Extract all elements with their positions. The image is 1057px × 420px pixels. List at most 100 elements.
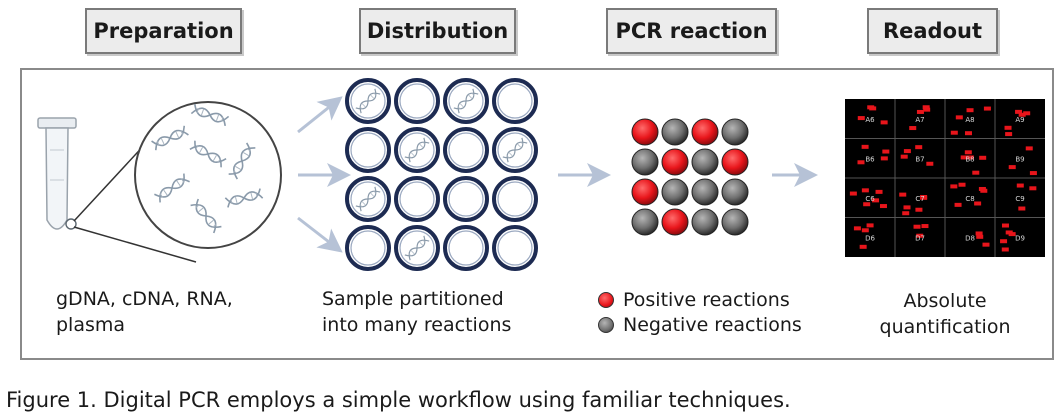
readout-spot <box>920 195 928 200</box>
partition-well-inner-ring <box>448 132 484 168</box>
readout-spot <box>903 205 911 210</box>
readout-spot <box>1023 111 1031 116</box>
pcr-well-negative <box>631 208 659 236</box>
readout-spot <box>867 105 875 110</box>
readout-spot <box>903 149 911 154</box>
partition-well-inner-ring <box>399 132 435 168</box>
header-readout: Readout <box>867 8 998 54</box>
readout-spot <box>866 223 874 228</box>
readout-label-line-2: quantification <box>879 316 1011 338</box>
readout-well-label: B7 <box>915 155 924 163</box>
preparation-label: gDNA, cDNA, RNA, plasma <box>56 286 296 338</box>
partition-well-inner-ring <box>350 132 386 168</box>
partition-well-inner-ring <box>497 83 533 119</box>
negative-dot-icon <box>598 317 614 333</box>
distribution-label: Sample partitioned into many reactions <box>322 286 562 338</box>
readout-spot <box>958 182 966 187</box>
readout-well-label: B6 <box>865 155 875 163</box>
pcr-well-negative <box>721 118 749 146</box>
readout-spot <box>983 106 991 111</box>
legend-negative-label: Negative reactions <box>623 314 802 336</box>
header-pcr-reaction: PCR reaction <box>606 8 777 54</box>
partition-well <box>345 127 391 173</box>
pcr-reaction-grid <box>631 118 749 236</box>
partition-well-inner-ring <box>350 83 386 119</box>
readout-well-label: D8 <box>965 234 975 242</box>
readout-spot <box>954 202 962 207</box>
readout-spot <box>1018 112 1026 117</box>
zoom-line-bottom <box>73 226 197 263</box>
pcr-well-negative <box>691 208 719 236</box>
readout-spot <box>975 231 983 236</box>
readout-spot <box>955 115 963 120</box>
pcr-well-negative <box>691 148 719 176</box>
readout-spot <box>982 242 990 247</box>
readout-spot <box>899 192 907 197</box>
readout-spot <box>916 233 924 238</box>
partition-well-inner-ring <box>399 83 435 119</box>
pcr-well-positive <box>661 148 689 176</box>
distribution-arrow-up <box>297 96 343 134</box>
readout-spot <box>875 189 883 194</box>
readout-spot <box>915 145 923 150</box>
pcr-well-negative <box>661 118 689 146</box>
readout-label: Absolute quantification <box>850 288 1040 340</box>
partition-well <box>394 78 440 124</box>
readout-label-line-1: Absolute <box>903 290 987 312</box>
readout-spot <box>880 120 888 125</box>
distribution-arrow-down <box>297 216 343 253</box>
readout-spot <box>1015 109 1023 114</box>
readout-well-label: D9 <box>1015 234 1025 242</box>
readout-spot <box>1025 146 1033 151</box>
readout-well-label: C8 <box>965 195 974 203</box>
legend-positive-label: Positive reactions <box>623 289 790 311</box>
partition-grid <box>345 78 538 271</box>
readout-spot <box>880 156 888 161</box>
pcr-well-positive <box>661 208 689 236</box>
readout-spot <box>861 228 869 233</box>
readout-spot <box>964 131 972 136</box>
pcr-well-negative <box>661 178 689 206</box>
readout-well-label: C6 <box>865 195 875 203</box>
partition-well-inner-ring <box>497 230 533 266</box>
readout-spot <box>913 224 921 229</box>
readout-spot <box>1016 183 1024 188</box>
partition-well <box>394 176 440 222</box>
readout-spot <box>978 186 986 191</box>
readout-spot <box>950 130 958 135</box>
magnified-sample-icon <box>134 101 282 249</box>
readout-well-label: A7 <box>915 116 924 124</box>
readout-spot <box>964 150 972 155</box>
readout-well-label: C7 <box>915 195 924 203</box>
readout-spot <box>863 202 871 207</box>
readout-spot <box>909 126 917 131</box>
partition-well <box>443 127 489 173</box>
workflow-frame <box>20 68 1054 360</box>
readout-spot <box>923 107 931 112</box>
readout-spot <box>1000 239 1008 244</box>
readout-spot <box>861 188 869 193</box>
readout-spot <box>1018 206 1026 211</box>
readout-spot <box>1004 125 1012 130</box>
readout-spot <box>853 226 861 231</box>
partition-well-inner-ring <box>350 230 386 266</box>
readout-spot <box>950 184 958 189</box>
pcr-well-negative <box>721 208 749 236</box>
distribution-label-line-2: into many reactions <box>322 314 512 336</box>
readout-spot <box>872 198 880 203</box>
legend-negative: Negative reactions <box>598 313 802 337</box>
readout-spot <box>966 108 974 113</box>
readout-spot <box>1029 171 1037 176</box>
partition-well <box>492 176 538 222</box>
distribution-label-line-1: Sample partitioned <box>322 288 504 310</box>
pcr-well-negative <box>721 178 749 206</box>
partition-well <box>492 225 538 271</box>
partition-well-inner-ring <box>399 230 435 266</box>
readout-spot <box>902 211 910 216</box>
partition-well-inner-ring <box>448 181 484 217</box>
readout-spot <box>1005 132 1013 137</box>
readout-spot <box>1005 230 1013 235</box>
readout-well-label: B9 <box>1015 155 1024 163</box>
